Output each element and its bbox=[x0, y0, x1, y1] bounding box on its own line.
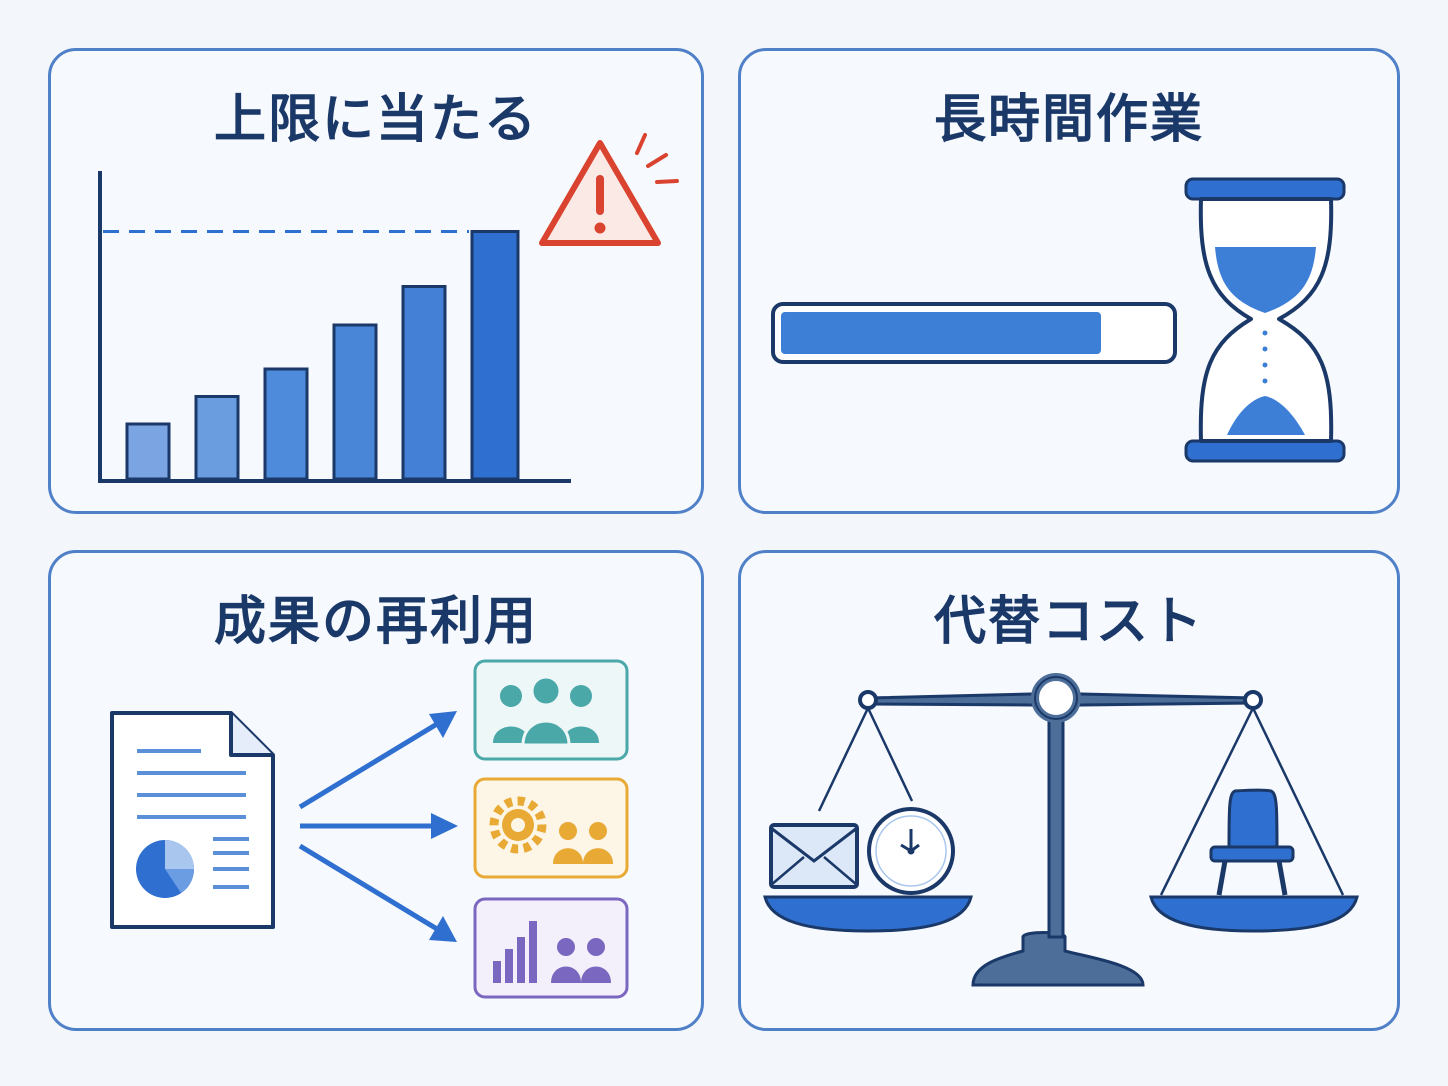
panel-title: 上限に当たる bbox=[213, 90, 538, 150]
clock-icon bbox=[867, 807, 955, 895]
chart-bar bbox=[470, 230, 520, 481]
chair-icon bbox=[1209, 788, 1295, 896]
left-pan bbox=[763, 707, 973, 933]
hourglass-icon bbox=[1184, 177, 1346, 463]
right-pan bbox=[1149, 707, 1359, 933]
panel-title: 代替コスト bbox=[933, 592, 1204, 652]
long-work-illustration bbox=[771, 177, 1346, 463]
panel-reuse-results: 成果の再利用 bbox=[48, 550, 704, 1031]
chart-bar bbox=[263, 367, 309, 481]
balance-scale-icon bbox=[763, 673, 1359, 987]
arrow-down-icon bbox=[298, 843, 457, 942]
panel-title: 成果の再利用 bbox=[213, 592, 538, 652]
panel-title: 長時間作業 bbox=[933, 90, 1204, 150]
reuse-illustration bbox=[110, 659, 629, 999]
limit-bar-chart bbox=[98, 133, 679, 483]
warning-icon bbox=[539, 133, 679, 246]
chart-bar bbox=[332, 323, 378, 481]
chart-bar bbox=[401, 285, 447, 481]
progress-fill bbox=[781, 312, 1101, 354]
envelope-icon bbox=[769, 823, 859, 889]
team-group-icon bbox=[473, 659, 629, 761]
panel-long-work: 長時間作業 bbox=[738, 48, 1400, 514]
chart-bar bbox=[194, 395, 240, 481]
document-icon bbox=[110, 711, 275, 929]
arrow-up-icon bbox=[298, 711, 457, 810]
panel-alternative-cost: 代替コスト bbox=[738, 550, 1400, 1031]
chart-bar bbox=[125, 422, 171, 481]
panel-hit-limit: 上限に当たる bbox=[48, 48, 704, 514]
progress-bar bbox=[771, 302, 1177, 364]
chart-team-icon bbox=[473, 897, 629, 999]
scale-stand bbox=[858, 673, 1263, 987]
gear-team-icon bbox=[473, 777, 629, 879]
arrow-right-icon bbox=[300, 813, 458, 839]
